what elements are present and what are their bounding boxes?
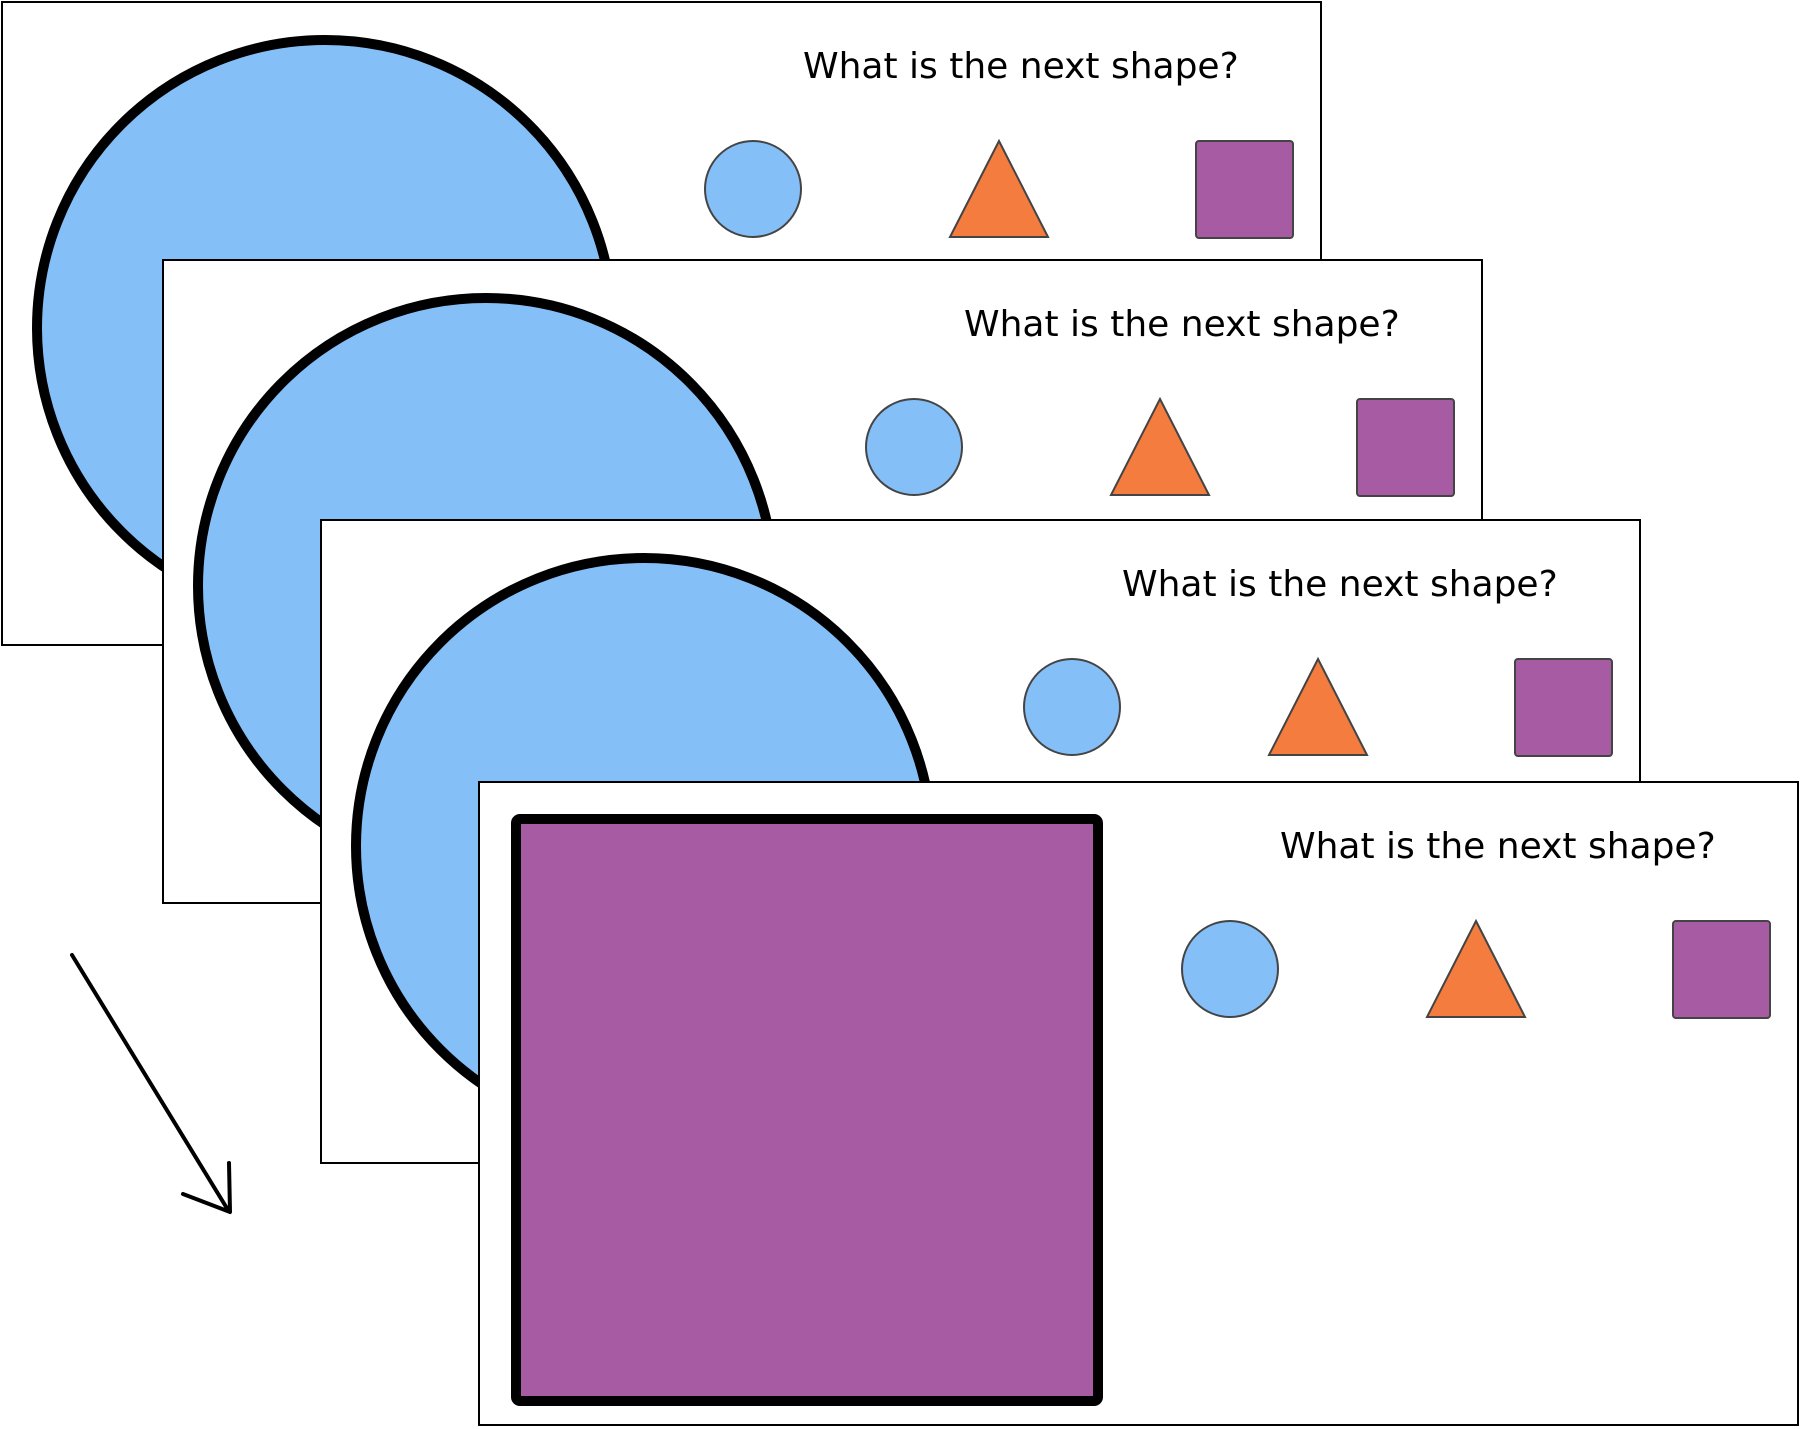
frame-4: What is the next shape? [478, 781, 1799, 1426]
circle-option-icon[interactable] [704, 140, 802, 238]
triangle-option-icon[interactable] [948, 138, 1050, 238]
circle-option-icon[interactable] [1023, 658, 1121, 756]
question-text: What is the next shape? [1280, 826, 1716, 867]
circle-option-icon[interactable] [1181, 920, 1279, 1018]
question-text: What is the next shape? [1122, 564, 1558, 605]
triangle-option-icon[interactable] [1109, 396, 1211, 496]
question-text: What is the next shape? [964, 304, 1400, 345]
circle-option-icon[interactable] [865, 398, 963, 496]
square-option-icon[interactable] [1356, 398, 1455, 497]
square-option-icon[interactable] [1195, 140, 1294, 239]
square-option-icon[interactable] [1514, 658, 1613, 757]
main-square-shape [511, 814, 1103, 1406]
triangle-option-icon[interactable] [1267, 656, 1369, 756]
triangle-option-icon[interactable] [1425, 918, 1527, 1018]
arrow-shaft [70, 953, 230, 1212]
question-text: What is the next shape? [803, 46, 1239, 87]
frame-4-canvas [511, 814, 1771, 1406]
arrow-head [181, 1161, 232, 1214]
square-option-icon[interactable] [1672, 920, 1771, 1019]
